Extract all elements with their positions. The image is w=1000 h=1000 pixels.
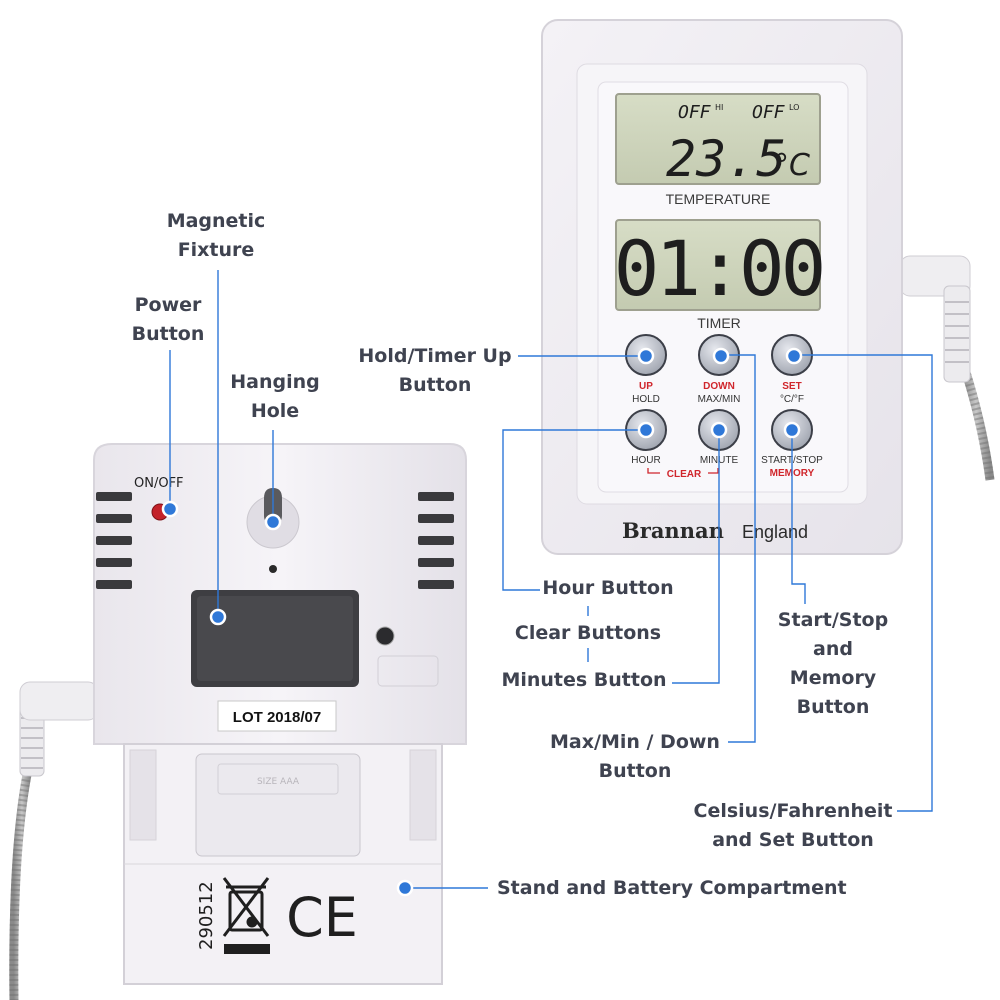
callout-power-button-line1: Power (134, 294, 202, 316)
on-off-switch-label: ON/OFF (134, 476, 184, 491)
brand-name: Brannan (622, 518, 724, 543)
callout-minutes-button-text: Minutes Button (501, 669, 667, 691)
leader-lines (169, 270, 933, 889)
callout-start-stop-memory-line2: and (813, 638, 853, 660)
clear-bracket (647, 468, 719, 474)
marker-power (161, 500, 179, 518)
stand-battery-compartment: SIZE AAA (123, 743, 443, 985)
temperature-value: 23.5 (666, 130, 786, 188)
callout-celsius-fahrenheit-set: Celsius/Fahrenheit and Set Button (688, 797, 898, 855)
timer-label: TIMER (697, 315, 741, 331)
lo-alarm-tag: LO (789, 103, 799, 112)
vent-slots-right (418, 492, 454, 589)
reset-hole (375, 626, 395, 646)
marker-hanging-hole (264, 513, 282, 531)
hi-alarm-value: OFF (678, 102, 712, 123)
lo-alarm-value: OFF (752, 102, 786, 123)
brand-country: England (742, 522, 808, 542)
marker-down (712, 347, 730, 365)
callout-power-button: Power Button (112, 291, 224, 349)
weee-bin-icon (222, 877, 270, 954)
clear-label: CLEAR (667, 469, 702, 480)
callout-hold-timer-up-line2: Button (398, 374, 472, 396)
marker-up (637, 347, 655, 365)
unit-toggle-label: °C/°F (780, 394, 804, 405)
callout-stand-battery: Stand and Battery Compartment (497, 874, 857, 903)
callout-stand-battery-text: Stand and Battery Compartment (497, 877, 847, 899)
callout-hanging-hole-line1: Hanging (230, 371, 320, 393)
probe-cable-right (899, 255, 995, 481)
hold-label: HOLD (632, 394, 660, 405)
marker-hour (637, 421, 655, 439)
product-code: 290512 (196, 881, 217, 950)
up-label: UP (639, 381, 653, 392)
callout-max-min-down-line2: Button (598, 760, 672, 782)
temperature-label: TEMPERATURE (666, 191, 771, 207)
callout-power-button-line2: Button (131, 323, 205, 345)
marker-startstop (783, 421, 801, 439)
label-recess (377, 655, 439, 687)
down-label: DOWN (703, 381, 735, 392)
callout-hour-button: Hour Button (528, 574, 688, 603)
marker-stand (396, 879, 414, 897)
ce-mark: CE (286, 886, 358, 949)
lot-sticker (217, 700, 337, 732)
device-front: OFF HI OFF LO 23.5 °C TEMPERATURE 01:00 … (541, 19, 995, 555)
vent-slots-left (96, 492, 132, 589)
hi-alarm-tag: HI (715, 103, 723, 112)
callout-hanging-hole: Hanging Hole (215, 368, 335, 426)
callout-magnetic-fixture-line1: Magnetic (166, 210, 266, 232)
callout-max-min-down: Max/Min / Down Button (535, 728, 735, 786)
maxmin-label: MAX/MIN (698, 394, 741, 405)
callout-celsius-fahrenheit-set-line2: and Set Button (712, 829, 874, 851)
device-back: ON/OFF LOT 2018/07 SIZE AAA 290512 (9, 443, 467, 1000)
callout-magnetic-fixture-line2: Fixture (177, 239, 255, 261)
set-label: SET (782, 381, 801, 392)
hour-label: HOUR (631, 455, 660, 466)
callout-magnetic-fixture: Magnetic Fixture (150, 207, 282, 265)
callout-start-stop-memory: Start/Stop and Memory Button (760, 606, 906, 722)
callout-clear-buttons-text: Clear Buttons (514, 622, 662, 644)
lot-text: LOT 2018/07 (233, 709, 321, 726)
callout-minutes-button: Minutes Button (496, 666, 672, 695)
probe-cable-left (9, 681, 99, 1000)
temperature-unit: °C (774, 148, 810, 183)
callout-start-stop-memory-line3: Memory (789, 667, 877, 689)
callout-start-stop-memory-line4: Button (796, 696, 870, 718)
callout-hold-timer-up-line1: Hold/Timer Up (358, 345, 512, 367)
marker-minute (710, 421, 728, 439)
callout-celsius-fahrenheit-set-line1: Celsius/Fahrenheit (693, 800, 893, 822)
callout-start-stop-memory-line1: Start/Stop (777, 609, 889, 631)
callout-hold-timer-up: Hold/Timer Up Button (350, 342, 520, 400)
timer-lcd (615, 219, 821, 311)
callout-max-min-down-line1: Max/Min / Down (550, 731, 720, 753)
timer-value: 01:00 (614, 224, 823, 313)
marker-set (785, 347, 803, 365)
sensor-dot (269, 565, 277, 573)
callout-hanging-hole-line2: Hole (250, 400, 300, 422)
temperature-lcd (615, 93, 821, 185)
battery-embossing: SIZE AAA (257, 777, 300, 787)
callout-hour-button-text: Hour Button (542, 577, 674, 599)
callout-clear-buttons: Clear Buttons (500, 619, 676, 648)
marker-magnet (209, 608, 227, 626)
marker-dots (161, 347, 803, 897)
